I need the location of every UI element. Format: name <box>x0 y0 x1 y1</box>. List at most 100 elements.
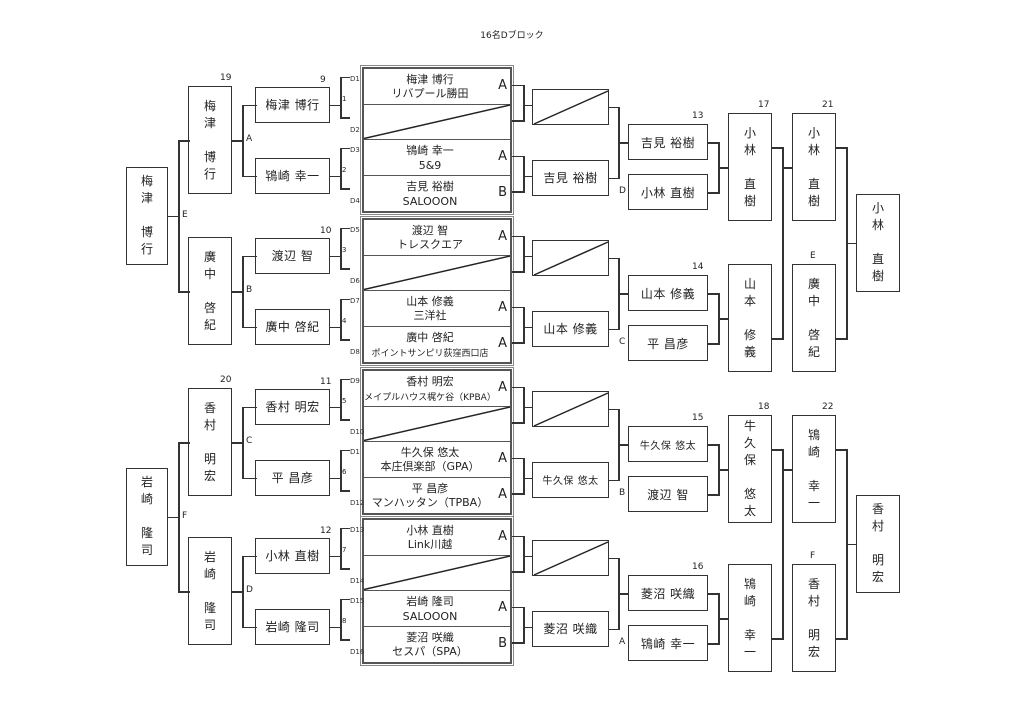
connector-line <box>523 155 525 193</box>
connector-line <box>340 598 350 601</box>
loser-semifinal-box[interactable]: 鴇崎幸一 <box>728 564 772 672</box>
match-box[interactable]: 香村 明宏 <box>255 388 330 425</box>
entry-team-name: 本庄倶楽部（GPA） <box>380 459 480 473</box>
loser-match-box[interactable]: 平 昌彦 <box>628 325 708 361</box>
entry-result-label: A <box>498 486 507 502</box>
connector-line <box>340 527 350 530</box>
connector-line <box>523 535 525 573</box>
loser-match-box[interactable]: 牛久保 悠太 <box>628 426 708 462</box>
match-number: 19 <box>220 73 232 83</box>
connector-line <box>242 326 257 328</box>
match-box[interactable]: 梅津 博行 <box>255 86 330 123</box>
loser-match-box[interactable]: 牛久保 悠太 <box>532 461 609 498</box>
player-name: 吉見 裕樹 <box>543 171 598 185</box>
connector-line <box>718 618 730 620</box>
drop-label: D <box>619 186 626 196</box>
bye-slash <box>533 89 609 125</box>
connector-line <box>512 606 525 609</box>
connector-line <box>836 449 848 451</box>
loser-semifinal-box[interactable]: 牛久保悠太 <box>728 415 772 523</box>
entry-slot[interactable]: 菱沼 咲織セスパ（SPA）B <box>364 627 510 663</box>
loser-final-box[interactable]: 小林直樹 <box>792 113 836 221</box>
bye-slot[interactable] <box>363 554 511 591</box>
slot-label: D6 <box>350 277 360 286</box>
right-final-box[interactable]: 香村明宏 <box>856 494 900 593</box>
connector-line <box>178 291 190 293</box>
connector-line <box>512 386 525 389</box>
pair-label: 1 <box>342 94 347 103</box>
connector-line <box>708 444 720 446</box>
player-name: 鴇崎 幸一 <box>640 636 696 651</box>
loser-final-box[interactable]: 鴇崎幸一 <box>792 415 836 523</box>
entry-slot[interactable]: 平 昌彦マンハッタン（TPBA）A <box>364 478 510 514</box>
match-box[interactable]: 廣中 啓紀 <box>255 308 330 345</box>
connector-line <box>242 255 257 257</box>
slot-label: D3 <box>350 145 360 154</box>
loser-match-box[interactable]: 山本 修義 <box>628 275 708 311</box>
player-name: 鴇崎幸一 <box>807 427 820 510</box>
bye-slot[interactable] <box>363 254 511 291</box>
connector-line <box>523 386 525 424</box>
loser-semifinal-box[interactable]: 小林直樹 <box>728 113 772 221</box>
semifinal-box[interactable]: 岩崎隆司 <box>188 537 232 645</box>
bye-slot[interactable] <box>363 405 511 442</box>
entry-slot[interactable]: 牛久保 悠太本庄倶楽部（GPA）A <box>364 442 510 478</box>
connector-line <box>228 591 244 593</box>
entry-slot[interactable]: 香村 明宏メイプルハウス梶ケ谷（KPBA）A <box>364 371 510 407</box>
match-box[interactable]: 岩崎 隆司 <box>255 608 330 645</box>
loser-match-box[interactable]: 菱沼 咲織 <box>628 575 708 611</box>
loser-match-box[interactable]: 吉見 裕樹 <box>532 159 609 196</box>
slot-label: D5 <box>350 225 360 234</box>
entry-result-label: A <box>498 78 507 93</box>
loser-match-box[interactable]: 鴇崎 幸一 <box>628 625 708 661</box>
connector-line <box>523 84 525 122</box>
connector-line <box>523 255 534 257</box>
connector-line <box>772 449 784 451</box>
match-box[interactable]: 小林 直樹 <box>255 537 330 574</box>
bye-slot[interactable] <box>363 103 511 140</box>
pair-label: 5 <box>342 396 347 405</box>
right-final-box[interactable]: 小林直樹 <box>856 193 900 292</box>
final-box[interactable]: 岩崎隆司 <box>126 467 168 566</box>
loser-match-box[interactable]: 吉見 裕樹 <box>628 124 708 160</box>
loser-match-box[interactable]: 渡辺 智 <box>628 476 708 512</box>
player-name: 小林 直樹 <box>265 549 320 563</box>
connector-line <box>340 298 350 301</box>
match-box[interactable]: 平 昌彦 <box>255 459 330 496</box>
player-name: 吉見 裕樹 <box>640 135 696 150</box>
final-box[interactable]: 梅津博行 <box>126 166 168 265</box>
connector-line <box>772 338 784 340</box>
semifinal-box[interactable]: 香村明宏 <box>188 388 232 496</box>
slot-label: D1 <box>350 447 360 456</box>
connector-line <box>340 449 342 492</box>
match-box[interactable]: 渡辺 智 <box>255 237 330 274</box>
loser-match-box[interactable]: 菱沼 咲織 <box>532 610 609 647</box>
loser-semifinal-box[interactable]: 山本修義 <box>728 264 772 372</box>
connector-line <box>512 306 525 309</box>
loser-final-box[interactable]: 廣中啓紀 <box>792 264 836 372</box>
player-name: 岩崎 隆司 <box>265 620 320 634</box>
connector-line <box>708 343 720 345</box>
connector-line <box>708 494 720 496</box>
connector-line <box>340 378 342 421</box>
semifinal-box[interactable]: 廣中啓紀 <box>188 237 232 345</box>
loser-match-box[interactable]: 小林 直樹 <box>628 174 708 210</box>
match-box[interactable]: 鴇崎 幸一 <box>255 157 330 194</box>
player-name: 牛久保 悠太 <box>639 440 697 452</box>
connector-line <box>242 104 257 106</box>
slot-label: D10 <box>350 428 365 437</box>
player-name: 渡辺 智 <box>647 487 689 502</box>
loser-final-box[interactable]: 香村明宏 <box>792 564 836 672</box>
semifinal-box[interactable]: 梅津博行 <box>188 86 232 194</box>
connector-line <box>512 84 525 87</box>
match-number: 17 <box>758 100 770 110</box>
loser-match-box[interactable]: 山本 修義 <box>532 310 609 347</box>
